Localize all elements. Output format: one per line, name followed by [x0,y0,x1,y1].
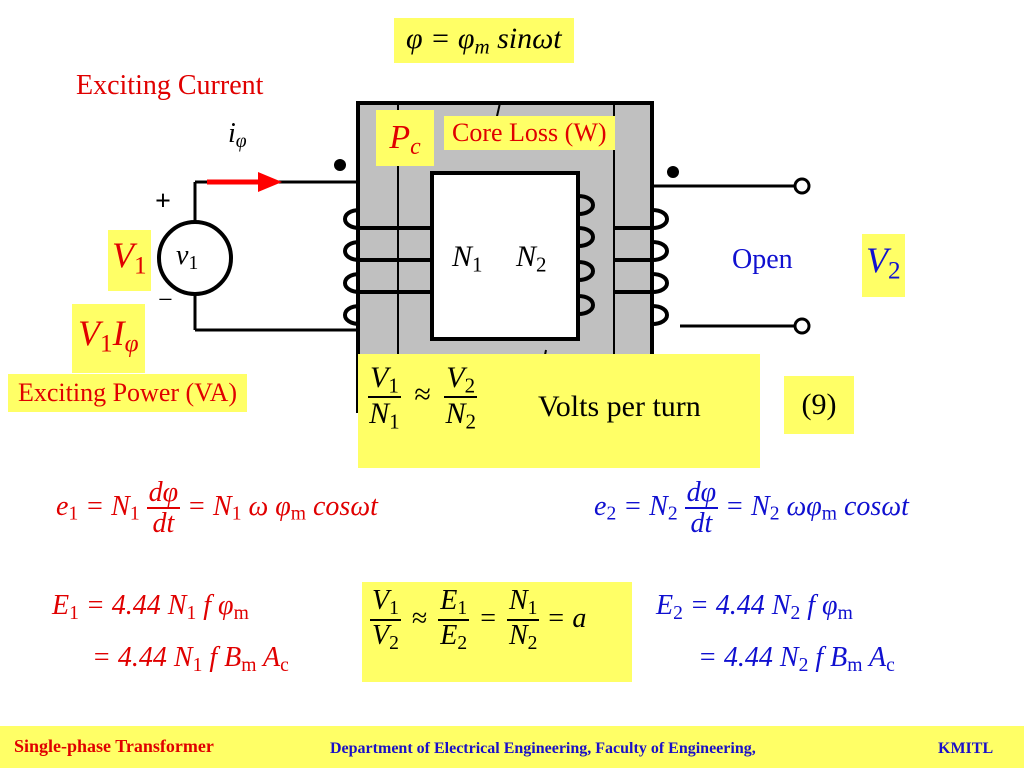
v1-source-label: v1 [176,240,199,274]
equation-number: (9) [784,376,854,434]
polarity-dot [334,159,346,171]
i-phi-label: iφ [228,118,247,152]
terminal [793,317,811,335]
v1-over-v2: V1 V2 [370,585,401,655]
pc-label: Pc [376,110,434,166]
minus-sign: − [158,285,173,314]
E1-equation: E1 = 4.44 N1 f φm [52,590,249,624]
turns-ratio-box: V1 V2 ≈ E1 E2 = N1 N2 = a [362,582,632,682]
E2-equation: E2 = 4.44 N2 f φm [656,590,853,624]
core-window [430,171,580,341]
secondary-coil [614,208,669,326]
volts-per-turn-box: V1 N1 ≈ V2 N2 Volts per turn [358,354,760,468]
n1-label: N1 [452,240,483,277]
footer-department: Department of Electrical Engineering, Fa… [330,740,756,757]
footer-title: Single-phase Transformer [14,736,214,756]
n2-label: N2 [516,240,547,277]
E1-equation-bm: = 4.44 N1 f Bm Ac [92,642,289,676]
E2-equation-bm: = 4.44 N2 f Bm Ac [698,642,895,676]
current-arrow-head [258,172,282,192]
footer-institution: KMITL [938,740,994,757]
primary-coil [343,208,432,326]
e1-over-e2: E1 E2 [438,585,470,655]
open-label: Open [732,244,793,275]
v1-label: V1 [108,230,151,292]
flux-equation: φ = φm sinωt [394,18,574,64]
v2-over-n2: V2 N2 [444,361,478,434]
secondary-coil-inner [577,194,595,316]
footer-bar: Single-phase Transformer Department of E… [0,726,1024,768]
plus-sign: + [155,186,171,217]
terminal [793,177,811,195]
v1-over-n1: V1 N1 [368,361,401,434]
volts-per-turn-label: Volts per turn [538,390,701,423]
exciting-power-label: Exciting Power (VA) [8,374,248,412]
voltage-source [157,220,233,296]
v1-i-phi-label: V1Iφ [72,304,145,374]
v2-label: V2 [862,234,905,298]
n1-over-n2: N1 N2 [506,585,540,655]
exciting-current-label: Exciting Current [76,70,264,101]
polarity-dot [667,166,679,178]
core-loss-label: Core Loss (W) [444,116,615,150]
